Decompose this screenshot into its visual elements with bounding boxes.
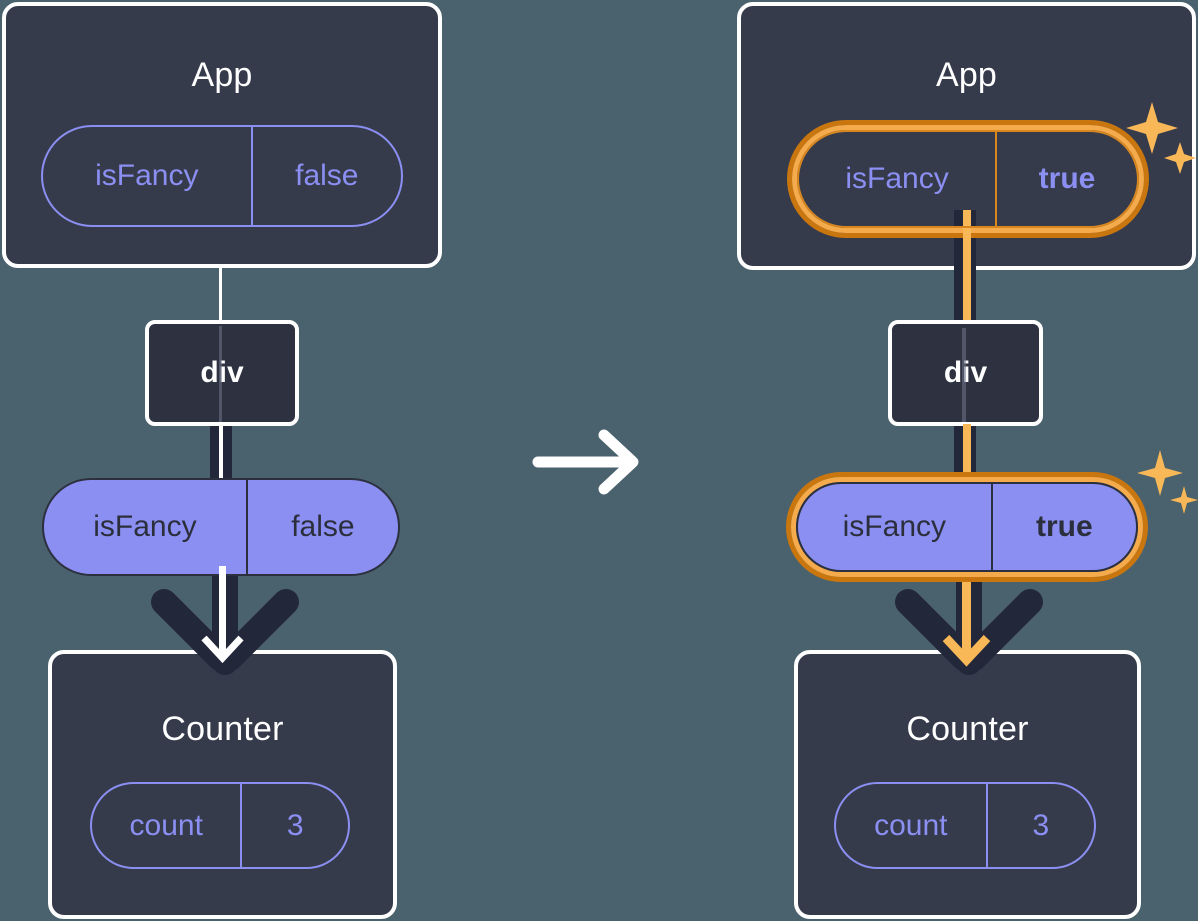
counter-state-value-right: 3 [985,784,1094,867]
counter-card-title-right: Counter [906,710,1029,748]
wire-div-to-pill-inner-left [219,424,223,486]
app-prop-value-left: false [250,127,401,225]
app-prop-key-left: isFancy [95,159,199,192]
div-node-left: div [145,320,299,426]
app-prop-pill-left[interactable]: isFancy false [41,125,403,227]
prop-pill-key-right: isFancy [842,510,946,543]
prop-pill-right[interactable]: isFancy true [796,482,1138,572]
counter-card-title-left: Counter [161,710,284,748]
counter-state-key-right: count [874,808,948,842]
app-card-title-left: App [191,56,253,94]
app-prop-key-right: isFancy [845,162,949,195]
wire-app-to-div-inner-right [963,210,971,328]
counter-state-pill-left[interactable]: count 3 [90,782,350,869]
right-arrow-icon [532,429,639,495]
counter-state-pill-right[interactable]: count 3 [834,782,1096,869]
app-prop-pill-right[interactable]: isFancy true [797,130,1139,228]
sparkle-icon-pill-right [1137,450,1198,514]
prop-pill-value-right: true [990,484,1136,570]
app-prop-value-right: true [995,132,1137,226]
wire-inside-div-right [962,328,966,422]
prop-pill-value-left: false [245,480,398,574]
prop-pill-left[interactable]: isFancy false [42,478,400,576]
wire-app-to-div-left [219,260,222,326]
counter-state-value-left: 3 [240,784,348,867]
wire-div-to-pill-inner-right [963,424,971,486]
prop-pill-key-left: isFancy [93,510,197,543]
app-card-title-right: App [935,56,998,94]
wire-inside-div-left [219,326,222,422]
counter-state-key-left: count [129,808,203,842]
